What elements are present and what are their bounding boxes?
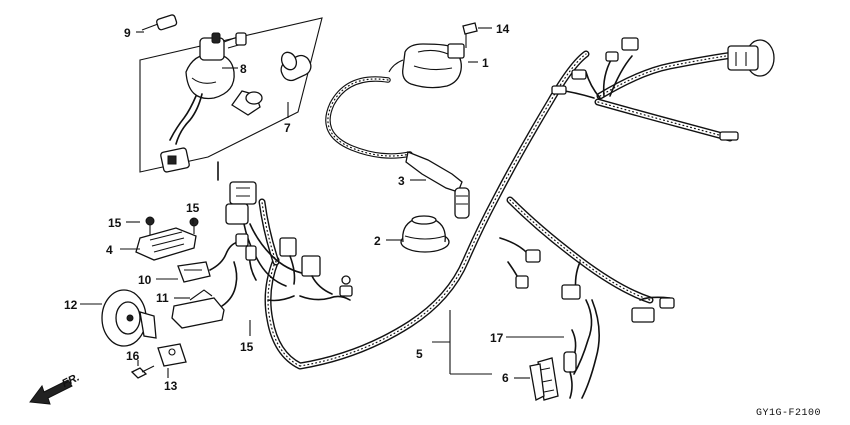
- harness-grommet[interactable]: [400, 215, 450, 253]
- callout-15-top: 15: [186, 201, 200, 215]
- callout-9: 9: [124, 26, 131, 40]
- callout-5: 5: [416, 347, 423, 361]
- callout-11: 11: [156, 291, 169, 305]
- callout-12: 12: [64, 298, 78, 312]
- callout-7: 7: [284, 121, 291, 135]
- horn-bracket[interactable]: [157, 343, 187, 367]
- callout-4: 4: [106, 243, 113, 257]
- callout-labels: 9 8 7 1 14 3 2 15 15 4 10 11 12 15 16 13…: [64, 22, 510, 393]
- callout-3: 3: [398, 174, 405, 188]
- callout-15-bottom: 15: [240, 340, 254, 354]
- seat-lock-cylinder[interactable]: [278, 50, 314, 84]
- high-tension-cord: [325, 76, 413, 159]
- harness-connector-cluster[interactable]: [217, 161, 353, 302]
- callout-14: 14: [496, 22, 510, 36]
- bolt-16[interactable]: [130, 365, 155, 379]
- regulator-rectifier[interactable]: [135, 216, 199, 261]
- bolt-14[interactable]: [462, 22, 478, 48]
- starter-relay[interactable]: [177, 233, 249, 283]
- callout-2: 2: [374, 234, 381, 248]
- fuse-box[interactable]: [529, 357, 559, 401]
- callout-17: 17: [490, 331, 504, 345]
- leader-lines: [80, 27, 564, 379]
- callout-16: 16: [126, 349, 140, 363]
- callout-6: 6: [502, 371, 509, 385]
- ignition-switch-group: [139, 14, 323, 173]
- fuse-holder[interactable]: [563, 329, 577, 399]
- callout-8: 8: [240, 62, 247, 76]
- diagram-code: GY1G-F2100: [756, 408, 821, 419]
- lock-nut[interactable]: [231, 90, 263, 116]
- spark-plug-cap[interactable]: [405, 151, 470, 219]
- horn[interactable]: [101, 289, 157, 347]
- ignition-switch[interactable]: [160, 32, 247, 173]
- ignition-coil[interactable]: [388, 43, 465, 89]
- callout-13: 13: [164, 379, 178, 393]
- main-wire-harness[interactable]: [258, 37, 775, 399]
- callout-15-top-left: 15: [108, 216, 122, 230]
- control-unit[interactable]: [171, 261, 238, 329]
- ignition-group-outline: [139, 17, 323, 173]
- callout-1: 1: [482, 56, 489, 70]
- front-direction-label: FR.: [60, 371, 81, 390]
- ignition-key[interactable]: [141, 14, 178, 31]
- front-direction-arrow-icon: FR.: [29, 371, 81, 405]
- callout-10: 10: [138, 273, 152, 287]
